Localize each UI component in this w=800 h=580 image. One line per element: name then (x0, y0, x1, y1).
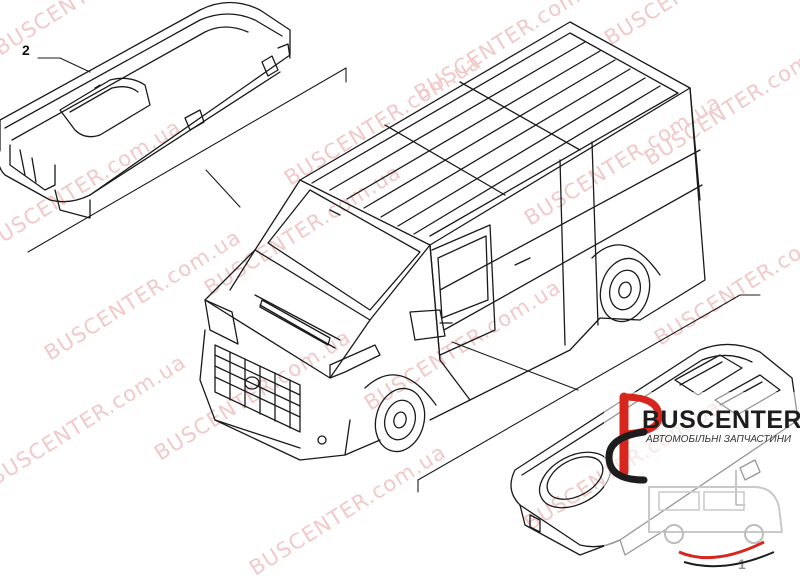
logo-subtitle-text: АВТОМОБІЛЬНІ ЗАПЧАСТИНИ (646, 434, 792, 445)
buscenter-logo-icon (604, 392, 800, 577)
callout-number-2: 2 (22, 42, 30, 58)
window-switch-single-icon (0, 1, 291, 219)
van-outline-icon (199, 21, 706, 461)
logo-brand-text: BUSCENTER (642, 406, 800, 434)
